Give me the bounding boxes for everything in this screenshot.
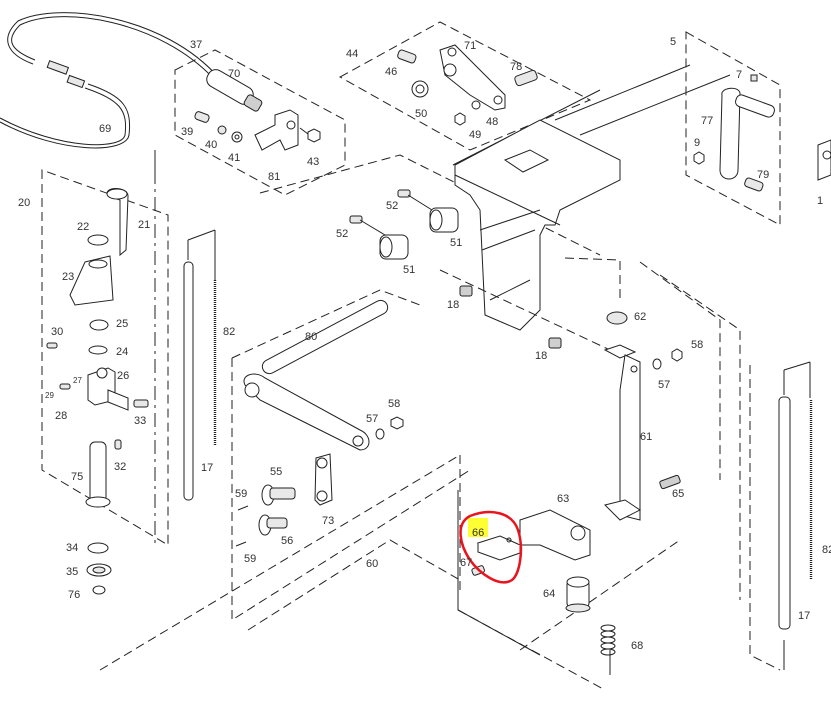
label-29: 29 <box>45 391 54 400</box>
label-80: 80 <box>305 331 317 343</box>
label-58-right: 58 <box>691 339 703 351</box>
label-22: 22 <box>77 221 89 233</box>
label-73: 73 <box>322 515 334 527</box>
label-35: 35 <box>66 566 78 578</box>
spring-68 <box>600 624 616 656</box>
label-51-top: 51 <box>450 237 462 249</box>
label-26: 26 <box>117 370 129 382</box>
label-52-top: 52 <box>386 200 398 212</box>
label-18-right: 18 <box>535 350 547 362</box>
label-61: 61 <box>640 431 652 443</box>
label-69: 69 <box>99 123 111 135</box>
label-50: 50 <box>415 108 427 120</box>
label-43: 43 <box>307 156 319 168</box>
label-30: 30 <box>51 326 63 338</box>
label-82-left: 82 <box>223 326 235 338</box>
label-40: 40 <box>205 139 217 151</box>
label-75: 75 <box>71 471 83 483</box>
label-78: 78 <box>510 61 522 73</box>
label-52-left: 52 <box>336 228 348 240</box>
cable-assembly <box>0 12 220 149</box>
label-68: 68 <box>631 640 643 652</box>
label-49: 49 <box>469 129 481 141</box>
label-20: 20 <box>18 197 30 209</box>
frame-assembly <box>259 64 731 349</box>
label-70: 70 <box>228 68 240 80</box>
label-82-right: 82 <box>822 544 831 556</box>
highlight-box-66 <box>468 518 488 537</box>
label-23: 23 <box>62 271 74 283</box>
link-group-44 <box>338 21 592 151</box>
label-81: 81 <box>268 171 280 183</box>
shaft-75 <box>89 441 107 503</box>
highlight-part-66 <box>459 510 523 584</box>
label-57-right: 57 <box>658 379 670 391</box>
solenoid-group-37 <box>174 49 346 196</box>
label-37: 37 <box>190 39 202 51</box>
label-25: 25 <box>116 318 128 330</box>
label-18-left: 18 <box>447 299 459 311</box>
label-77: 77 <box>701 115 713 127</box>
label-76: 76 <box>68 589 80 601</box>
label-5: 5 <box>670 36 676 48</box>
rod-17-right <box>749 361 813 671</box>
label-58-left: 58 <box>388 398 400 410</box>
rod-17-left <box>183 229 217 501</box>
label-17-right: 17 <box>798 610 810 622</box>
label-59-top: 59 <box>235 488 247 500</box>
label-79: 79 <box>757 169 769 181</box>
red-circle-annotation <box>459 510 523 584</box>
label-1: 1 <box>817 195 823 207</box>
label-56: 56 <box>281 535 293 547</box>
label-57-left: 57 <box>366 413 378 425</box>
label-63: 63 <box>557 493 569 505</box>
label-59-bottom: 59 <box>244 553 256 565</box>
label-66: 66 <box>472 527 484 539</box>
label-21: 21 <box>138 219 150 231</box>
label-44: 44 <box>346 48 358 60</box>
label-28: 28 <box>55 410 67 422</box>
label-64: 64 <box>543 588 555 600</box>
label-55: 55 <box>270 466 282 478</box>
label-48: 48 <box>486 116 498 128</box>
label-24: 24 <box>116 346 128 358</box>
label-65: 65 <box>672 488 684 500</box>
label-7: 7 <box>736 69 742 81</box>
label-33: 33 <box>134 415 146 427</box>
label-32: 32 <box>114 461 126 473</box>
label-9: 9 <box>694 137 700 149</box>
bracket-group-60 <box>457 257 741 691</box>
presser-group-20 <box>41 150 169 595</box>
label-67: 67 <box>460 557 472 569</box>
label-17-left: 17 <box>201 462 213 474</box>
label-34: 34 <box>66 542 78 554</box>
label-51-bottom: 51 <box>403 264 415 276</box>
arm-group-80 <box>99 269 611 671</box>
label-60: 60 <box>366 558 378 570</box>
label-62: 62 <box>634 311 646 323</box>
label-27: 27 <box>73 376 82 385</box>
label-39: 39 <box>181 126 193 138</box>
label-41: 41 <box>228 152 240 164</box>
label-71: 71 <box>464 40 476 52</box>
part-labels: 37 70 69 39 40 41 43 81 44 71 46 78 50 4… <box>18 36 831 652</box>
label-46: 46 <box>385 66 397 78</box>
crank-group-5 <box>685 31 831 226</box>
